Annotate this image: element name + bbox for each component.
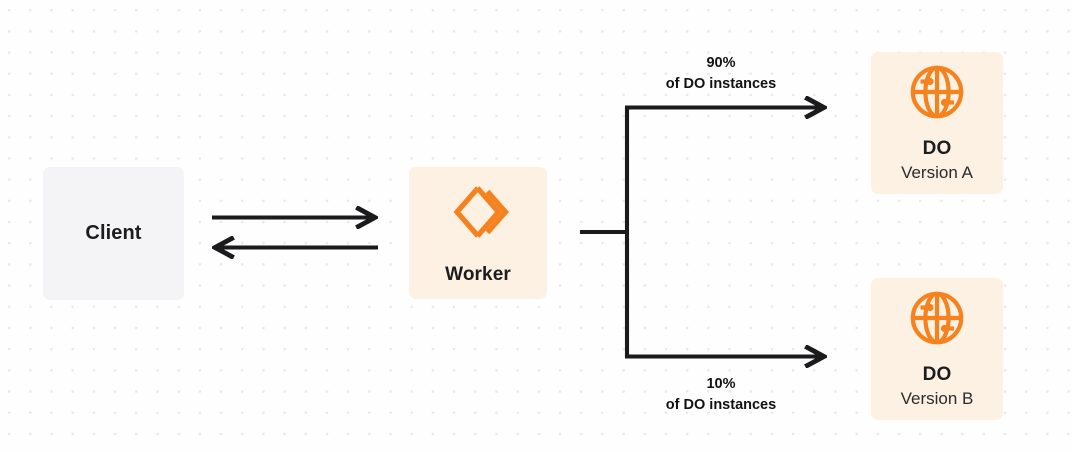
node-client-label: Client [85,222,142,244]
edge-label-10-percent-sub: of DO instances [665,397,777,414]
globe-icon [908,289,966,352]
edge-label-90-percent-value: 90% [706,55,736,71]
node-do-a-label: DO [922,138,952,160]
node-do-a-sublabel: Version A [901,163,973,183]
node-do-version-a[interactable]: DO Version A [871,52,1003,194]
node-worker[interactable]: Worker [409,167,547,299]
node-do-b-sublabel: Version B [900,389,974,409]
node-worker-label: Worker [445,263,511,285]
edge-label-90-percent-sub: of DO instances [665,76,777,93]
node-client[interactable]: Client [43,167,184,300]
node-do-b-label: DO [922,364,952,386]
edge-label-10-percent-value: 10% [706,376,736,392]
node-do-version-b[interactable]: DO Version B [871,278,1003,420]
cloudflare-workers-icon [447,181,509,248]
globe-icon [908,63,966,126]
edge-label-90-percent: 90% of DO instances [632,53,810,95]
edge-label-10-percent: 10% of DO instances [632,374,810,416]
